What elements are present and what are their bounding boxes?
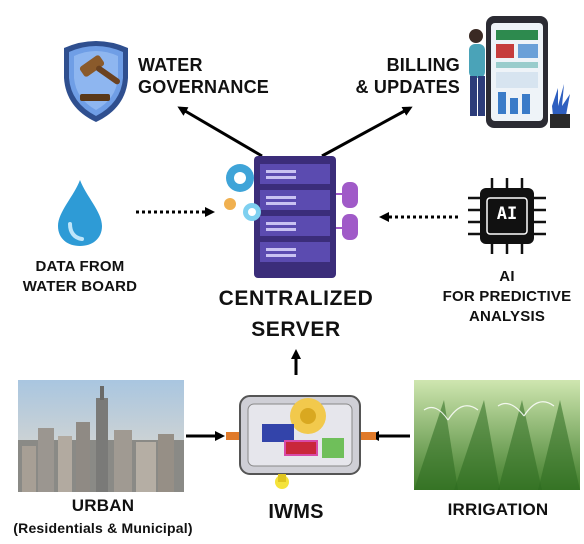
arrow-to-billing (321, 106, 413, 158)
iwms-label-text: IWMS (268, 501, 324, 523)
billing-label-line2: & UPDATES (355, 77, 460, 97)
water-board-label-line2: WATER BOARD (22, 278, 138, 295)
ai-label: AI FOR PREDICTIVE ANALYSIS (432, 267, 582, 327)
water-drop-icon (56, 178, 104, 248)
arrow-to-governance (177, 106, 263, 158)
ai-chip-icon: AI (466, 176, 548, 256)
governance-badge-icon (56, 36, 136, 126)
irrigation-label: IRRIGATION (416, 498, 580, 522)
governance-label: WATER GOVERNANCE (138, 54, 269, 98)
ai-chip-text: AI (496, 204, 518, 224)
iwms-device-icon (226, 380, 376, 496)
irrigation-label-text: IRRIGATION (447, 500, 549, 519)
center-label-line2: SERVER (251, 318, 341, 341)
water-board-label-line1: DATA FROM (35, 258, 125, 275)
governance-label-line1: WATER (138, 55, 203, 75)
ai-label-line3: ANALYSIS (468, 308, 546, 325)
urban-label-line2: (Residentials & Municipal) (13, 520, 193, 536)
center-label-line1: CENTRALIZED (218, 287, 374, 310)
irrigation-field-image (414, 380, 580, 490)
urban-city-image (18, 380, 184, 492)
governance-label-line2: GOVERNANCE (138, 77, 270, 97)
urban-label: URBAN (Residentials & Municipal) (0, 494, 206, 538)
iwms-label: IWMS (232, 498, 360, 526)
billing-label-line1: BILLING (386, 55, 460, 75)
ai-label-line2: FOR PREDICTIVE (442, 288, 572, 305)
billing-label: BILLING & UPDATES (348, 54, 460, 98)
centralized-server-label: CENTRALIZED SERVER (190, 283, 402, 345)
ai-label-line1: AI (499, 268, 515, 285)
water-board-label: DATA FROM WATER BOARD (12, 257, 148, 297)
urban-label-line1: URBAN (71, 496, 135, 515)
billing-phone-icon (446, 14, 576, 132)
server-icon (222, 154, 370, 280)
